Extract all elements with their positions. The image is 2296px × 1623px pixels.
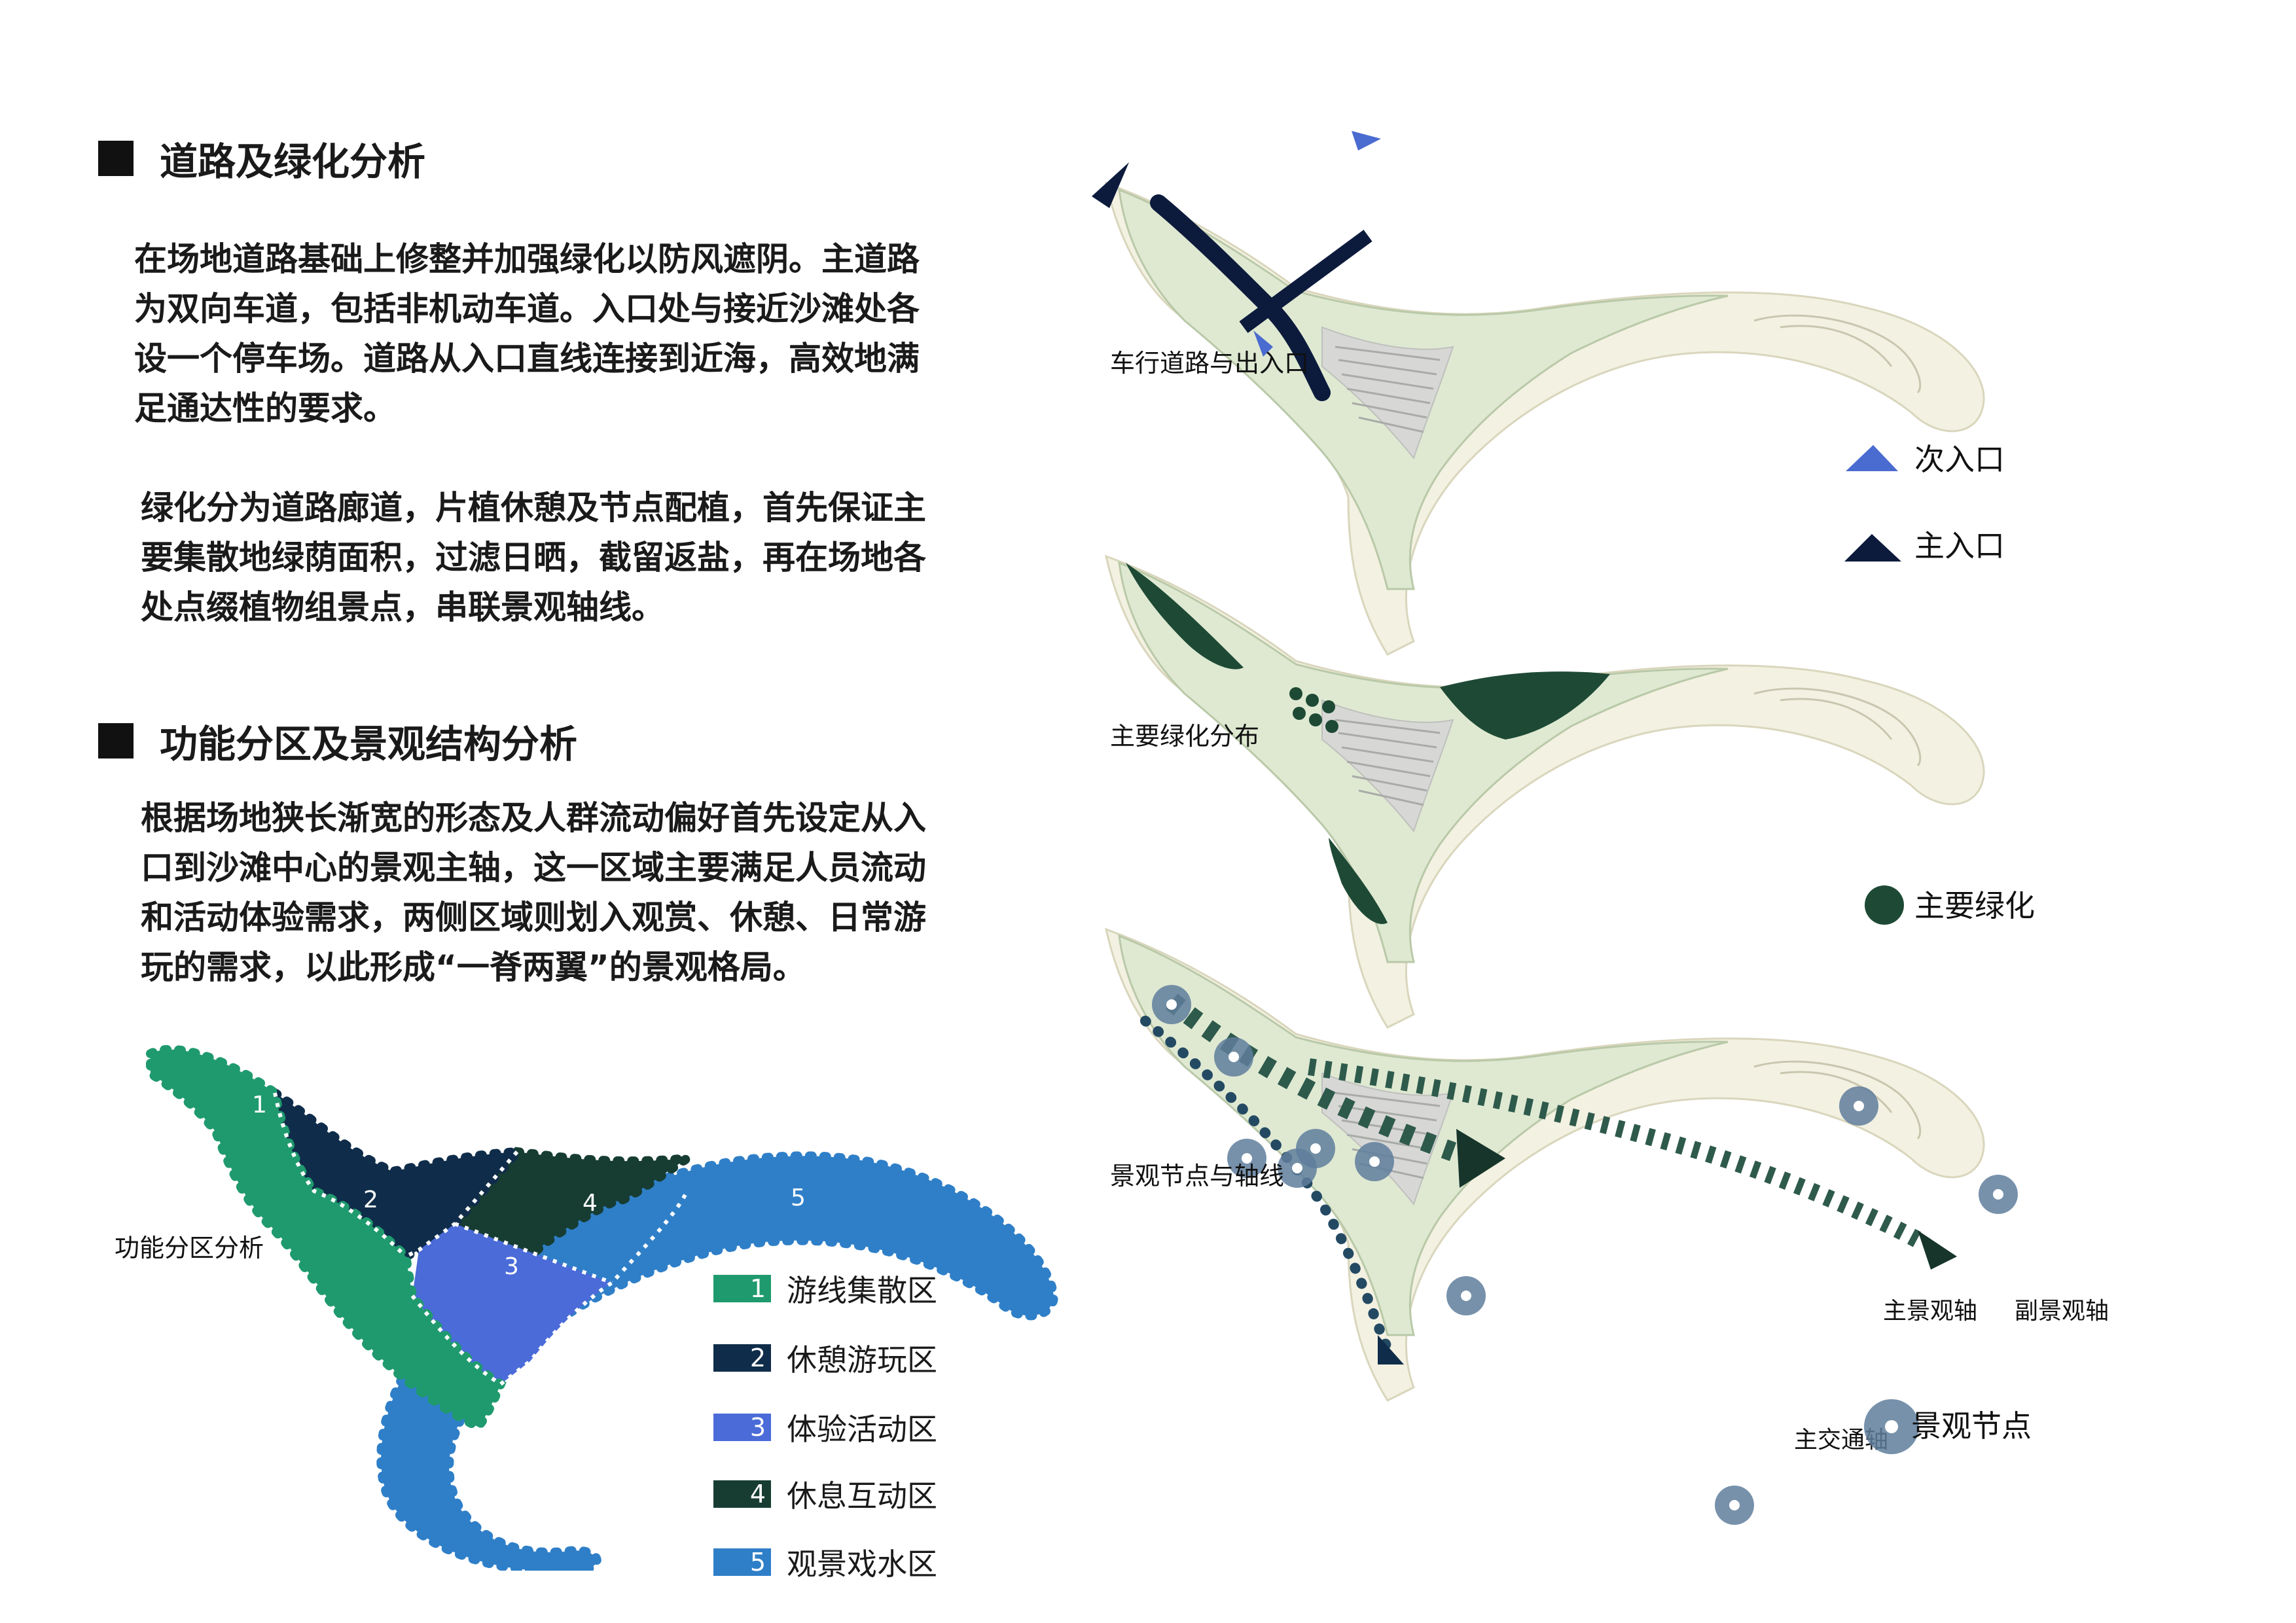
heading-square-icon [98,723,134,758]
sub-axis-label: 副景观轴 [2015,1298,2109,1325]
section-zoning-heading: 功能分区及景观结构分析 [98,713,577,768]
zone-4-shape [447,1147,690,1262]
zone-3-swatch: 3 [713,1413,771,1442]
zone-1-shape [146,1044,507,1433]
section-roads-heading: 道路及绿化分析 [98,131,425,186]
greening-panel-label: 主要绿化分布 [1110,722,1259,751]
main-entrance-icon [1092,162,1129,208]
legend-node-center [1885,1420,1898,1433]
zoning-description: 根据场地狭长渐宽的形态及人群流动偏好首先设定从入 口到沙滩中心的景观主轴，这一区… [141,799,926,986]
site-plan-panels: 车行道路与出入口 次入口 主入口 主要绿化分布 主要绿化 [1092,131,2109,1525]
main-axis-arrow-icon [1456,1129,1505,1188]
legend-secondary-entrance-label: 次入口 [1914,442,2005,477]
cross-road [1239,230,1372,333]
zone-1-swatch: 1 [713,1274,771,1303]
main-landscape-axis [1165,993,1456,1162]
zone-legend-item: 1 游线集散区 [713,1267,937,1310]
secondary-entrance-icon [1352,131,1381,151]
heading-square-icon [98,141,134,176]
zone-4-number: 4 [583,1190,598,1217]
zone-legend-item: 3 体验活动区 [713,1406,937,1449]
nodes-panel-label: 景观节点与轴线 [1110,1162,1284,1190]
sub-landscape-axis [1308,1058,1929,1251]
roads-description: 在场地道路基础上修整并加强绿化以防风遮阴。主道路 为双向车道，包括非机动车道。入… [134,240,920,427]
legend-greening-icon [1865,885,1904,925]
zoning-map: 1 2 3 4 5 [146,1044,1059,1571]
zone-5-number: 5 [791,1185,806,1211]
traffic-axis-arrow-icon [1378,1335,1404,1364]
zoning-map-label: 功能分区分析 [115,1234,264,1262]
legend-node-label: 景观节点 [1911,1408,2032,1444]
legend-main-entrance-icon [1844,534,1901,562]
zone-legend-item: 5 观景戏水区 [713,1541,937,1584]
roads-panel-label: 车行道路与出入口 [1110,349,1309,378]
zone-5-swatch: 5 [713,1548,771,1577]
zone-legend-item: 4 休息互动区 [713,1472,937,1516]
sub-axis-arrow-icon [1918,1230,1957,1270]
main-axis-label: 主景观轴 [1883,1298,1977,1325]
zone-2-number: 2 [363,1186,378,1213]
secondary-entrance-icon [1253,330,1273,357]
greening-description: 绿化分为道路廊道，片植休憩及节点配植，首先保证主 要集散地绿荫面积，过滤日晒，截… [141,489,926,626]
zone-boundaries [273,1092,689,1386]
landscape-nodes [1152,985,2018,1525]
zone-3-shape [412,1224,612,1384]
legend-greening-label: 主要绿化 [1914,888,2035,923]
zone-legend-item: 2 休憩游玩区 [713,1336,937,1380]
roads-panel: 车行道路与出入口 次入口 主入口 [1092,131,2005,656]
greening-panel: 主要绿化分布 主要绿化 [1105,555,2035,1029]
greening-areas [1126,563,1610,924]
zone-1-number: 1 [252,1092,267,1118]
zone-3-number: 3 [504,1253,519,1280]
zone-legend: 1 游线集散区 2 休憩游玩区 3 体验活动区 4 休息互动区 5 观景戏水区 [713,1267,937,1584]
zone-2-swatch: 2 [713,1344,771,1372]
legend-main-entrance-label: 主入口 [1914,528,2005,563]
nodes-panel: 景观节点与轴线 主景观轴 副景观轴 主交通轴 景观节点 [1105,928,2109,1525]
zone-4-swatch: 4 [713,1480,771,1508]
main-traffic-axis [1140,1016,1393,1353]
legend-secondary-entrance-icon [1846,445,1898,471]
